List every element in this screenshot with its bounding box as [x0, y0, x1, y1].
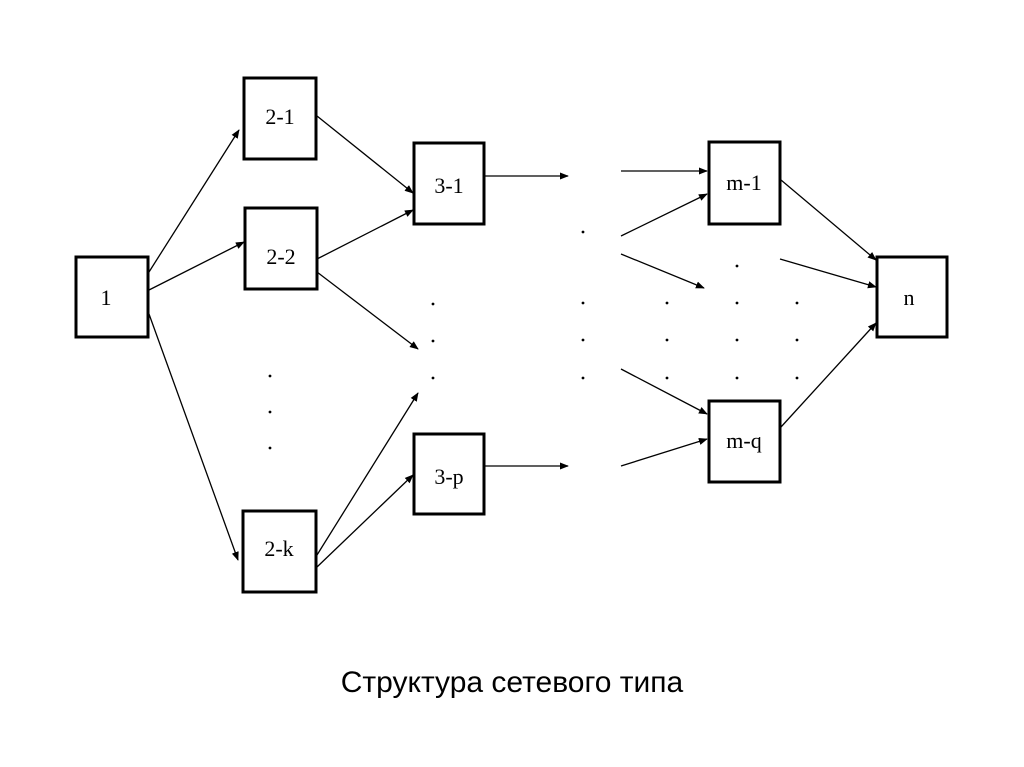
dot — [581, 230, 585, 234]
edge-m-q-to-n — [780, 322, 877, 428]
node-2-k-box — [241, 509, 318, 594]
node-m-q: m-q — [707, 399, 782, 484]
dot — [431, 302, 435, 306]
edge-2-2-to-3-1 — [316, 209, 414, 260]
edges — [148, 115, 877, 568]
dot — [735, 338, 739, 342]
node-3-p-label: 3-p — [434, 464, 463, 489]
node-m-q-box — [707, 399, 782, 484]
dot — [795, 301, 799, 305]
node-2-2: 2-2 — [243, 206, 319, 291]
node-n-label: n — [904, 285, 915, 310]
node-m-1-box — [707, 140, 782, 226]
node-3-p-box — [412, 432, 486, 516]
node-1-label: 1 — [101, 285, 112, 310]
edge-dots-to-m-q-a — [620, 368, 708, 415]
dot — [431, 376, 435, 380]
dot — [268, 446, 272, 450]
dot — [735, 264, 739, 268]
node-3-1-label: 3-1 — [434, 173, 463, 198]
edge-dots-to-m-1-b — [620, 193, 708, 237]
edge-2-k-to-dots — [316, 392, 419, 556]
node-1-box — [74, 255, 150, 339]
node-2-1: 2-1 — [242, 76, 318, 161]
dot — [581, 301, 585, 305]
node-m-1: m-1 — [707, 140, 782, 226]
node-3-1-box — [412, 141, 486, 226]
node-2-1-label: 2-1 — [265, 104, 294, 129]
edge-2-1-to-3-1 — [316, 115, 414, 194]
node-n-box — [875, 255, 949, 339]
dot — [268, 374, 272, 378]
node-3-p: 3-p — [412, 432, 486, 516]
node-n: n — [875, 255, 949, 339]
edge-m-1-to-n — [780, 179, 877, 261]
edge-2-k-to-3-p — [316, 474, 414, 568]
node-2-k-label: 2-k — [264, 536, 293, 561]
edge-1-to-2-1 — [148, 129, 240, 273]
dot — [665, 376, 669, 380]
node-3-1: 3-1 — [412, 141, 486, 226]
node-2-k: 2-k — [241, 509, 318, 594]
edge-middle-to-n — [779, 258, 877, 289]
node-m-1-label: m-1 — [726, 170, 761, 195]
dot — [795, 376, 799, 380]
dot — [735, 376, 739, 380]
dot — [581, 338, 585, 342]
dot — [268, 410, 272, 414]
edge-dots-to-middle — [620, 253, 705, 289]
dot — [735, 301, 739, 305]
dot — [431, 339, 435, 343]
edge-1-to-2-k — [148, 313, 239, 561]
edge-1-to-2-2 — [148, 241, 245, 291]
node-m-q-label: m-q — [726, 428, 761, 453]
node-2-1-box — [242, 76, 318, 161]
edge-dots-to-m-q-b — [620, 437, 708, 467]
node-1: 1 — [74, 255, 150, 339]
edge-2-2-to-dots — [316, 271, 419, 350]
node-2-2-box — [243, 206, 319, 291]
dot — [665, 301, 669, 305]
diagram-caption: Структура сетевого типа — [340, 666, 684, 699]
ellipsis-dots — [268, 230, 799, 450]
dot — [665, 338, 669, 342]
dot — [795, 338, 799, 342]
node-2-2-label: 2-2 — [266, 244, 295, 269]
dot — [581, 376, 585, 380]
